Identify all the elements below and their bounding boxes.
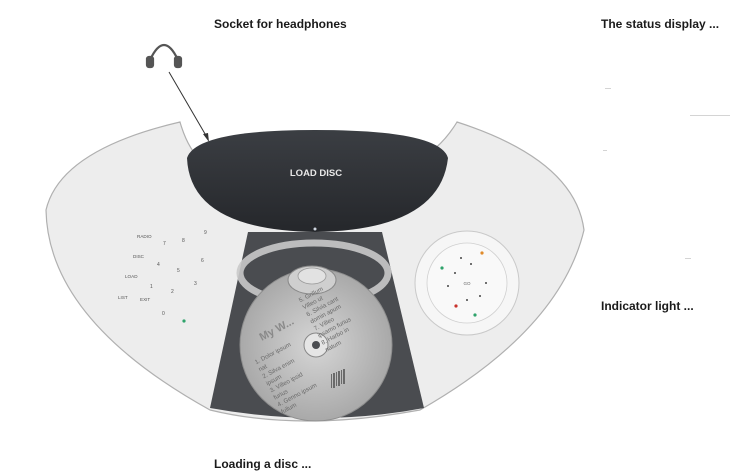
disc-hole (312, 341, 320, 349)
faint-mark (603, 150, 607, 151)
keypad-label: EXIT (140, 297, 150, 302)
keypad-digit: 7 (163, 241, 166, 247)
disc-clamp-top (297, 267, 327, 285)
control-dot (479, 295, 481, 297)
keypad-digit: 4 (157, 262, 160, 268)
headphones-icon (145, 43, 183, 69)
control-wheel-inner (426, 242, 508, 324)
keypad-digit: 2 (171, 289, 174, 295)
keypad-label: LIST (118, 295, 128, 300)
control-red-light (454, 304, 458, 308)
control-green-light-2 (473, 313, 477, 317)
keypad-green-indicator (182, 319, 186, 323)
keypad-digit: 3 (194, 281, 197, 287)
faint-mark (685, 258, 691, 259)
keypad-label: DISC (133, 254, 145, 259)
headphones-socket-caption: Socket for headphones (214, 17, 347, 31)
faint-mark (605, 88, 611, 89)
control-dot (460, 257, 462, 259)
control-dot (470, 263, 472, 265)
loading-disc-caption: Loading a disc ... (214, 457, 312, 471)
load-disc-label: LOAD DISC (290, 168, 342, 179)
headphones-pointer-arrowhead (203, 133, 209, 142)
keypad-digit: 1 (150, 284, 153, 290)
status-display-caption: The status display ... (601, 17, 720, 31)
control-dot (447, 285, 449, 287)
barcode (331, 369, 345, 388)
control-dot (485, 282, 487, 284)
load-disc-lid (187, 130, 448, 232)
headphones-pointer-line (168, 71, 209, 140)
lid-led (313, 227, 317, 231)
keypad-digit: 6 (201, 258, 204, 264)
control-dot (466, 299, 468, 301)
control-dot (454, 272, 456, 274)
keypad-digit: 9 (204, 230, 207, 236)
control-wheel-center: GO (463, 281, 471, 286)
disc-track-left: nat (258, 363, 269, 373)
keypad-digit: 8 (182, 238, 185, 244)
indicator-light-caption: Indicator light ... (601, 299, 694, 313)
keypad-digit: 0 (162, 311, 165, 317)
control-green-light (440, 266, 444, 270)
keypad-label: RADIO (137, 234, 152, 239)
keypad-digit: 5 (177, 268, 180, 274)
keypad-label: LOAD (125, 274, 138, 279)
faint-mark (690, 115, 730, 116)
control-orange-light (480, 251, 484, 255)
keypad: RADIO DISC LOAD LIST EXIT 7 8 9 4 5 6 1 2 3 0 (118, 230, 207, 317)
